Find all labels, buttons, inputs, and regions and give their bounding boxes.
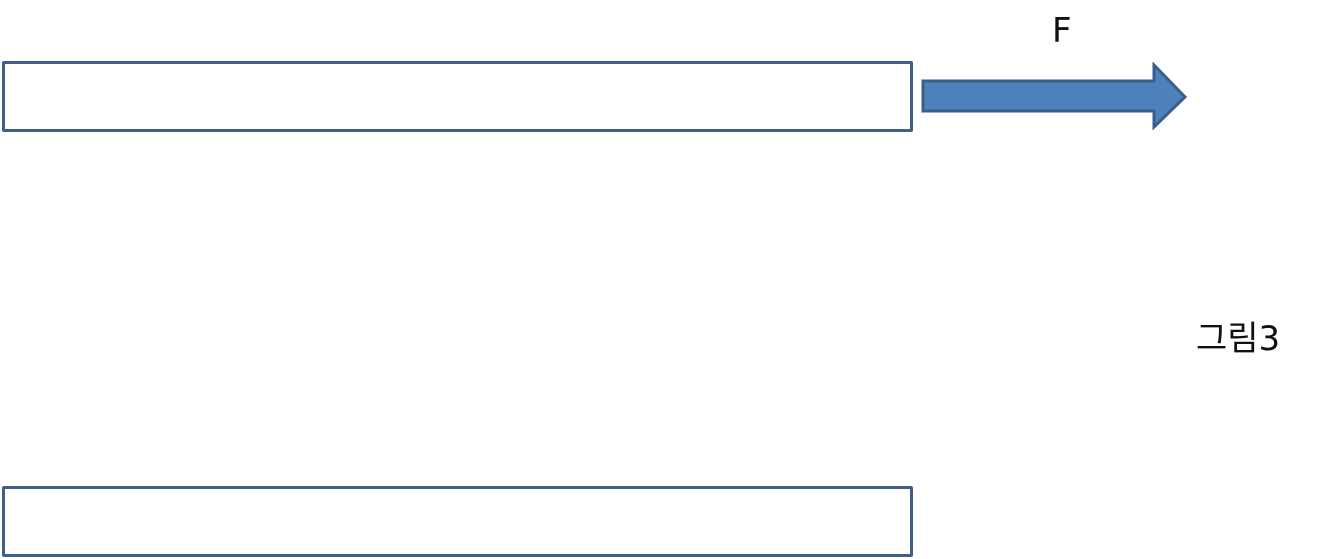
lower-plate [2,486,913,557]
figure-caption: 그림3 [1196,319,1281,359]
force-arrow-icon [921,62,1188,131]
upper-plate [2,61,913,132]
force-label: F [1052,11,1072,51]
